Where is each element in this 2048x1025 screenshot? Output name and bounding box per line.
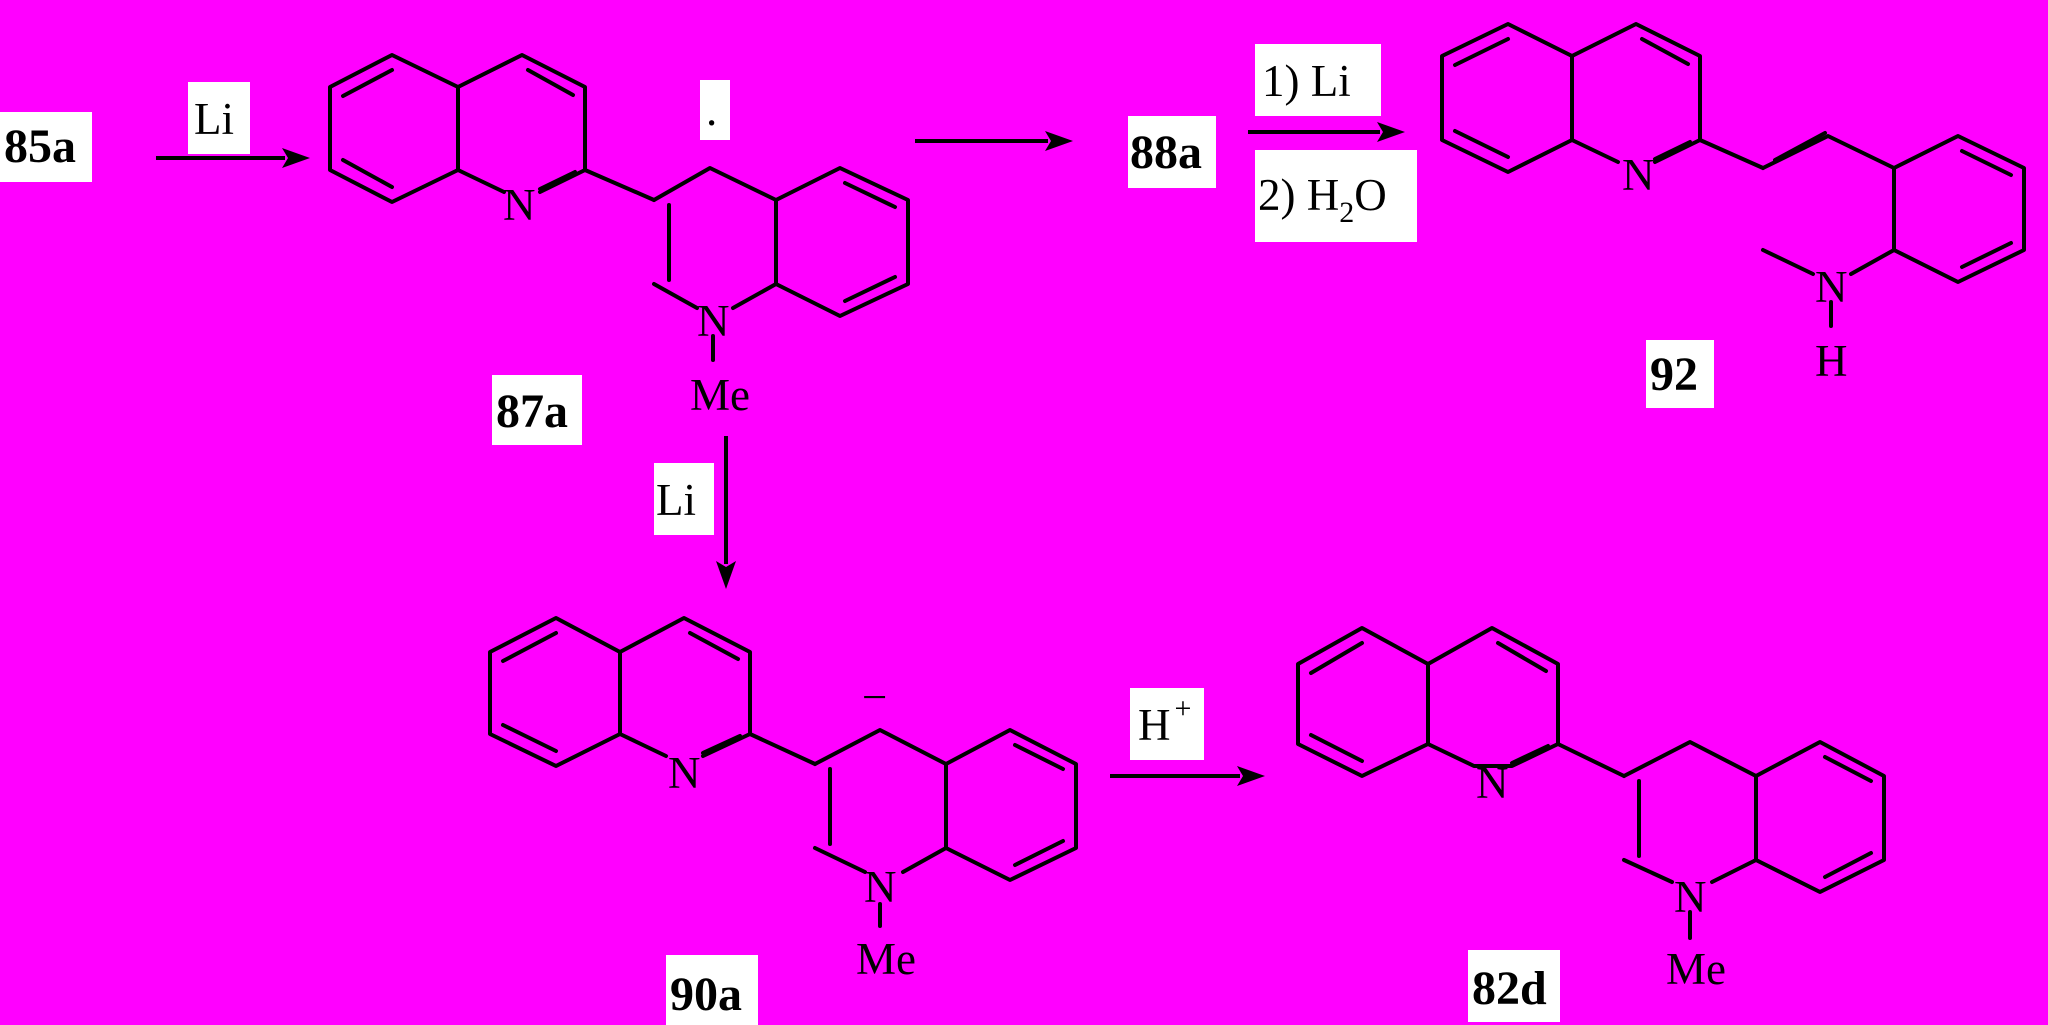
anion-charge-90a: − <box>862 672 887 722</box>
radical-dot-87a: . <box>706 85 717 135</box>
atom-me-87a: Me <box>690 370 750 420</box>
arrow-87a-to-90a: Li <box>654 436 736 589</box>
atom-n-92-quinoline: N <box>1622 150 1655 200</box>
reagent-step1: 1) Li <box>1262 56 1351 106</box>
compound-label-90a: 90a <box>670 968 742 1021</box>
compound-label-85a: 85a <box>4 120 76 173</box>
atom-n-87a-quinoline: N <box>503 180 536 230</box>
reagent-proton: H+ <box>1138 692 1191 750</box>
arrow-90a-to-82d: H+ <box>1110 688 1265 786</box>
atom-n-90a-quinoline: N <box>668 748 701 798</box>
compound-85a: 85a <box>0 112 92 182</box>
atom-n-92-ring: N <box>1815 262 1848 312</box>
compound-label-87a: 87a <box>496 385 568 438</box>
compound-label-82d: 82d <box>1472 962 1547 1015</box>
structure-92: N N H <box>1440 22 2026 386</box>
atom-n-90a-ring: N <box>864 862 897 912</box>
atom-n-87a-ring: N <box>697 296 730 346</box>
reagent-step2: 2) H2O <box>1258 170 1387 229</box>
compound-82d: 82d <box>1468 950 1560 1022</box>
compound-92: 92 <box>1646 340 1714 408</box>
compound-88a: 88a <box>1128 116 1216 188</box>
reagent-li-down: Li <box>656 475 696 525</box>
atom-me-90a: Me <box>856 934 916 984</box>
compound-label-88a: 88a <box>1130 126 1202 179</box>
atom-n-82d-quinoline: N <box>1476 758 1509 808</box>
compound-87a: 87a <box>492 375 582 445</box>
structure-82d: N N Me <box>1296 626 1886 994</box>
atom-h-92: H <box>1815 336 1848 386</box>
compound-label-92: 92 <box>1650 348 1698 401</box>
reagent-li: Li <box>194 94 234 144</box>
atom-n-82d-ring: N <box>1674 872 1707 922</box>
structure-90a: N N Me − <box>488 616 1078 984</box>
arrow-85a-to-87a: Li <box>156 82 310 168</box>
arrow-88a-to-92: 1) Li 2) H2O <box>1248 44 1417 242</box>
compound-90a: 90a <box>666 955 758 1025</box>
structure-87a: N N Me . <box>328 53 910 420</box>
atom-me-82d: Me <box>1666 944 1726 994</box>
arrow-87a-to-88a <box>915 131 1073 151</box>
